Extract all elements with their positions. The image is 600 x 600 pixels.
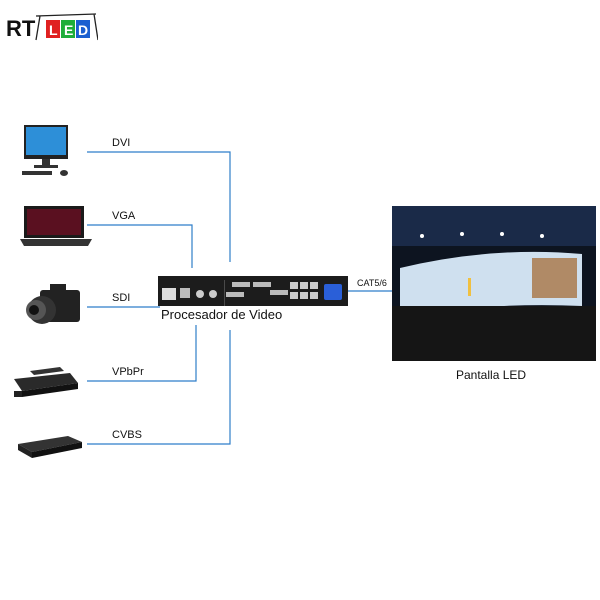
- set-top-box-icon: [10, 365, 80, 401]
- camera-icon: [26, 284, 84, 330]
- laptop-icon: [18, 206, 94, 248]
- processor-label: Procesador de Video: [161, 307, 283, 322]
- vga-line: [87, 224, 193, 268]
- svg-text:L: L: [49, 22, 58, 38]
- dvd-player-icon: [16, 434, 84, 460]
- cvbs-line: [87, 330, 231, 445]
- dvi-line: [87, 151, 231, 262]
- input-label-cvbs: CVBS: [112, 429, 142, 441]
- svg-text:E: E: [64, 22, 73, 38]
- rtled-logo: RT L E D: [6, 8, 98, 42]
- led-screen-photo: [392, 206, 596, 361]
- vpbpr-line: [87, 325, 197, 382]
- cat-cable-label: CAT5/6: [357, 278, 387, 288]
- input-label-vpbpr: VPbPr: [112, 366, 144, 378]
- desktop-computer-icon: [22, 125, 72, 177]
- video-processor-device: [158, 274, 348, 308]
- svg-text:RT: RT: [6, 16, 36, 41]
- svg-text:D: D: [78, 22, 88, 38]
- input-label-sdi: SDI: [112, 292, 131, 304]
- screen-label: Pantalla LED: [456, 368, 527, 382]
- input-label-dvi: DVI: [112, 137, 131, 149]
- input-label-vga: VGA: [112, 210, 136, 222]
